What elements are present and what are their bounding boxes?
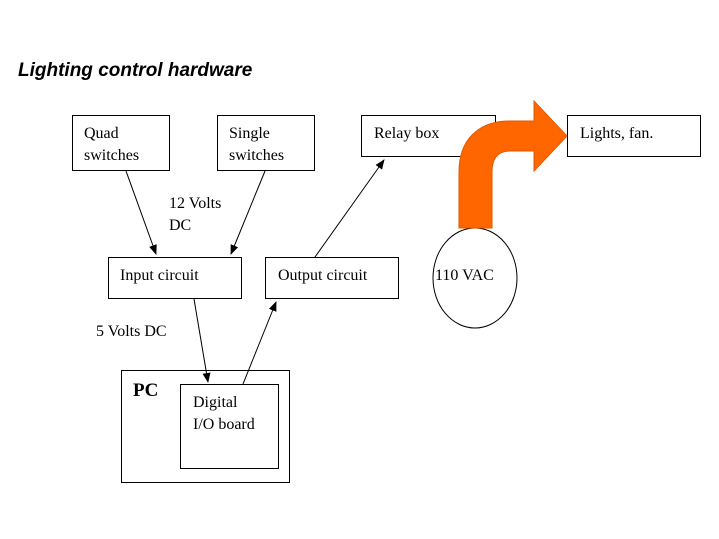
relay-box-label: Relay box (374, 125, 440, 142)
pc-label: PC (133, 380, 159, 401)
single-to-input-arrow (230, 170, 266, 255)
digital-io-board-label: Digital I/O board (193, 394, 255, 433)
power-arrow (458, 99, 568, 229)
single-switches-box (217, 115, 315, 171)
output-circuit-label: Output circuit (278, 267, 368, 284)
io-to-output-arrow (242, 301, 277, 385)
lights-fan-label: Lights, fan. (580, 125, 654, 142)
voltage-12v-label: 12 Volts DC (169, 195, 222, 234)
quad-switches-box (72, 115, 170, 171)
digital-io-board-box (180, 384, 279, 469)
output-circuit-box (265, 257, 399, 299)
single-switches-label: Single switches (229, 125, 285, 164)
quad-switches-label: Quad switches (84, 125, 140, 164)
input-to-io-arrow (193, 298, 211, 383)
quad-to-input-arrow (125, 170, 157, 255)
voltage-5v-label: 5 Volts DC (96, 323, 167, 340)
output-to-relay-arrow (314, 159, 385, 258)
input-circuit-box (108, 257, 242, 299)
ac-110v-label: 110 VAC (435, 267, 494, 284)
input-circuit-label: Input circuit (120, 267, 199, 284)
diagram-title: Lighting control hardware (18, 60, 253, 81)
